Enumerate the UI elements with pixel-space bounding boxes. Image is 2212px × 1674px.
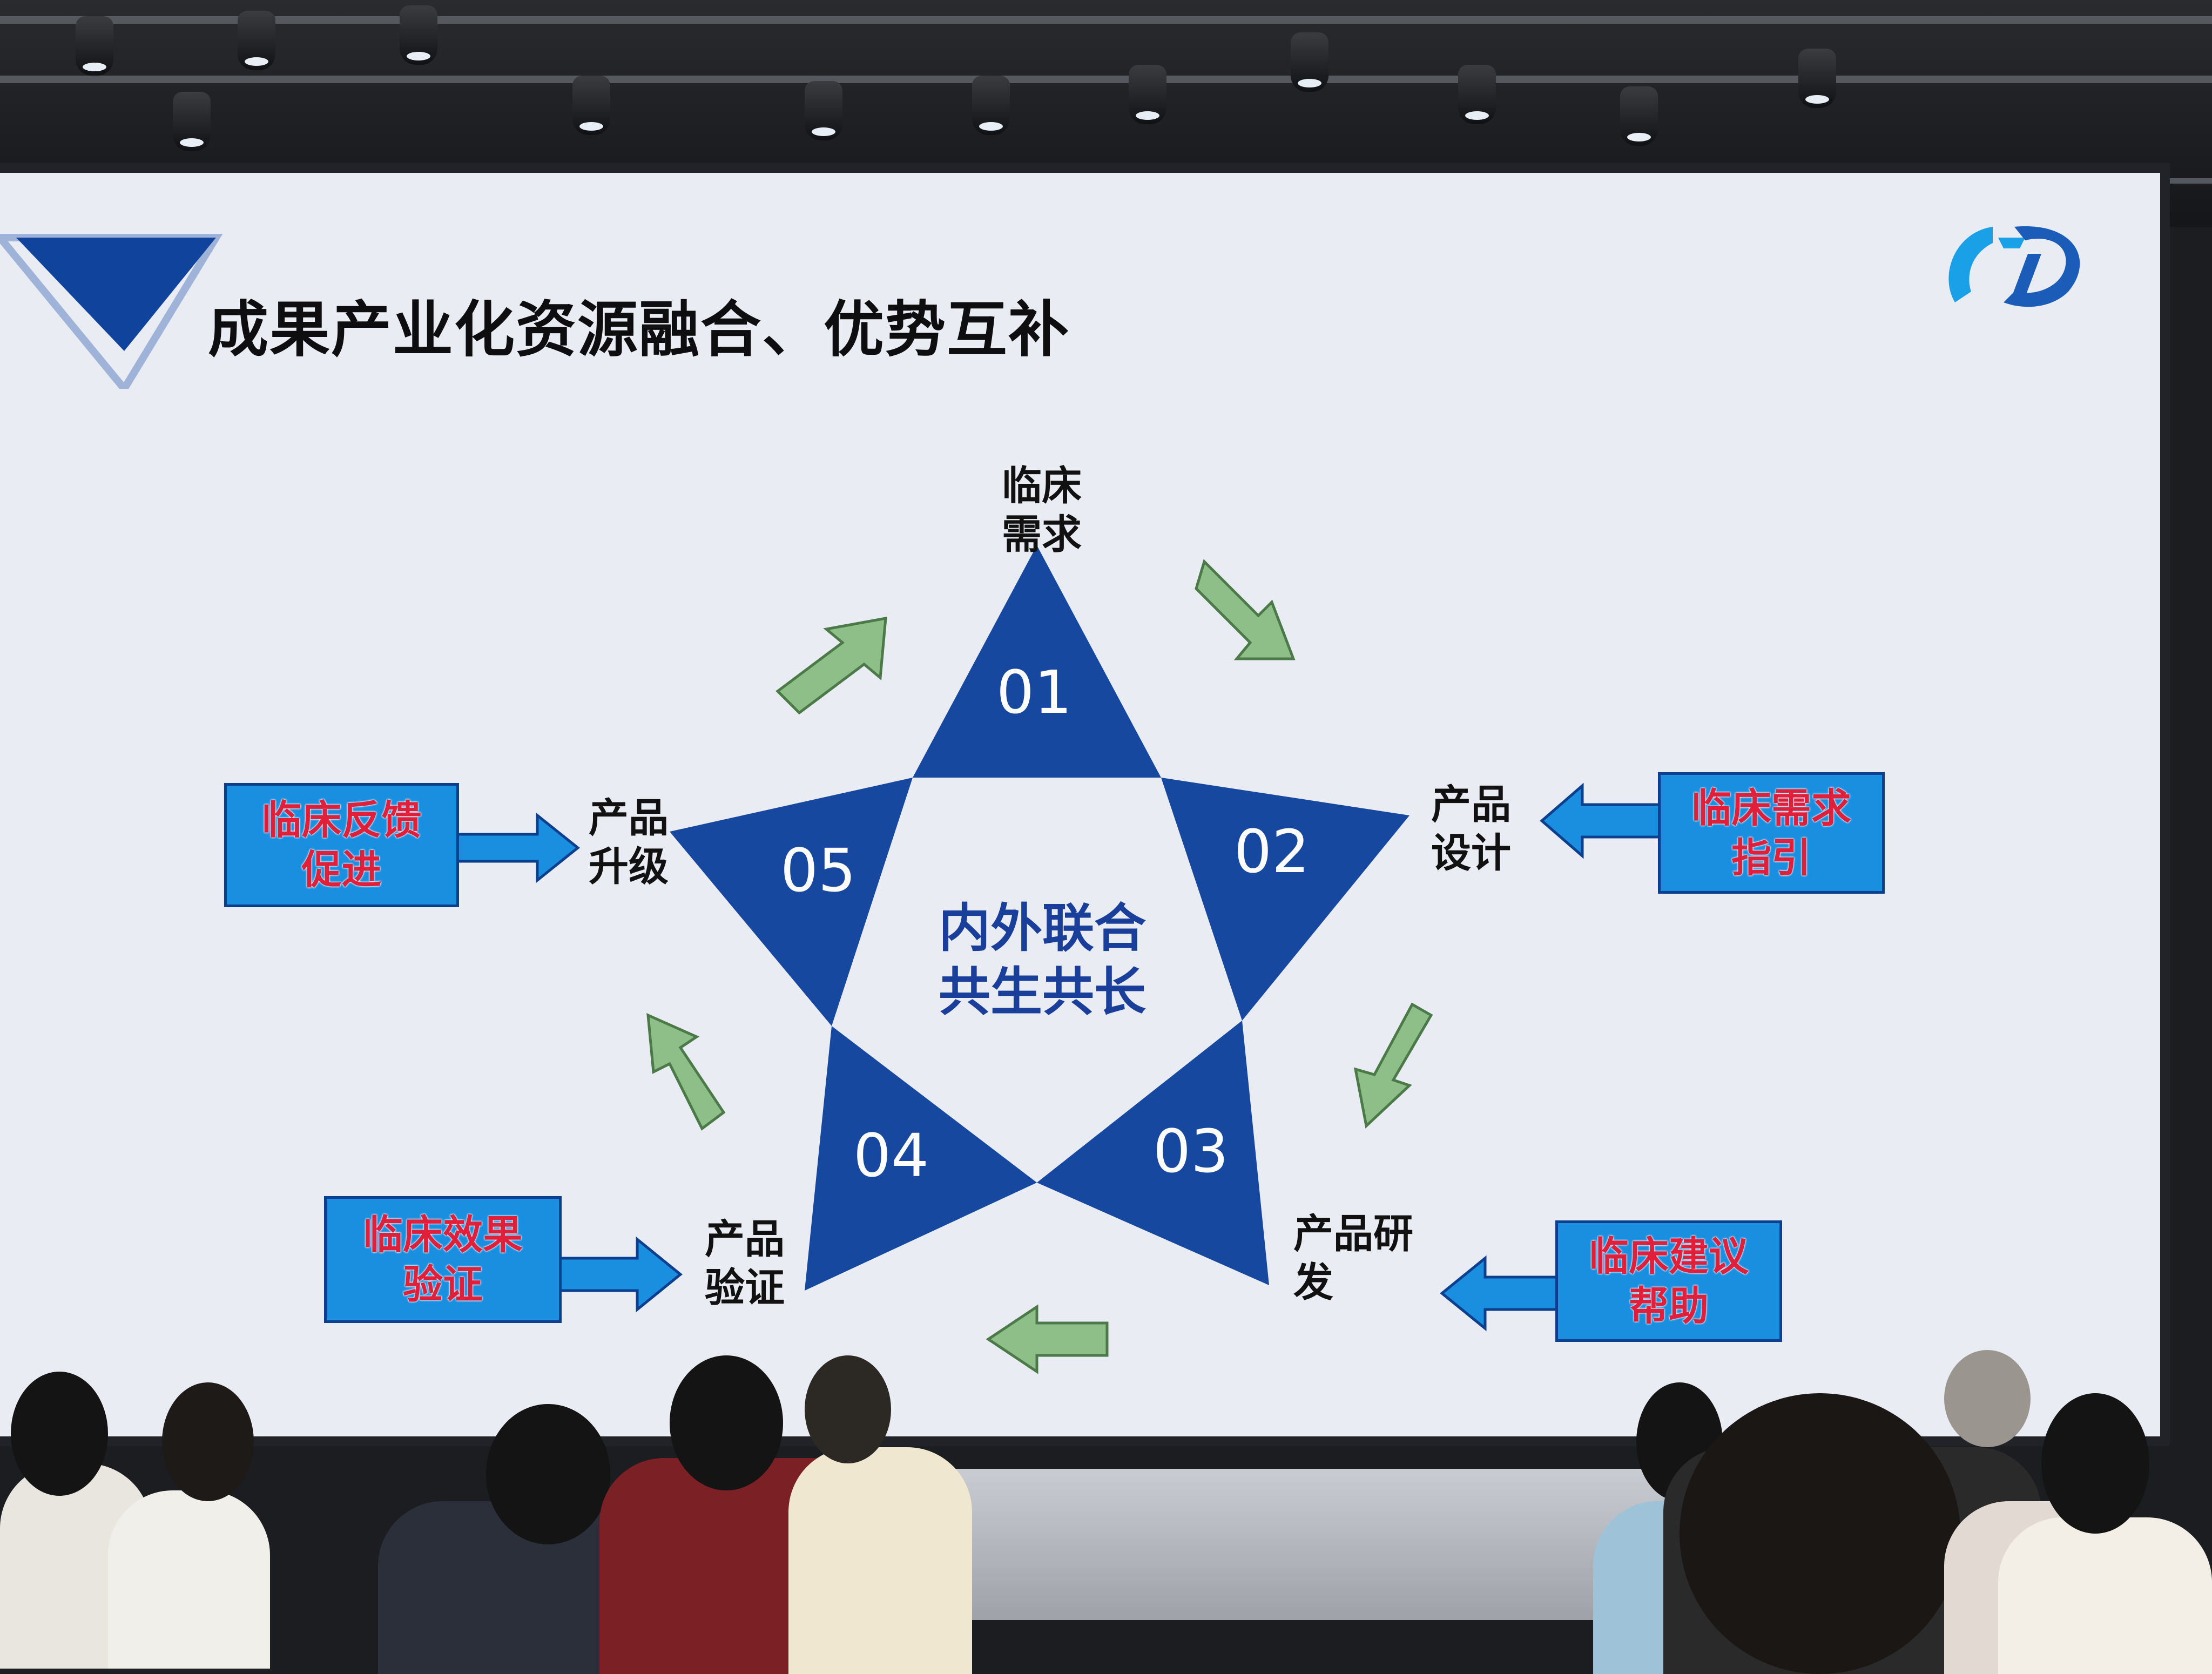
flow-arrow-icon <box>775 616 887 715</box>
step-label-line: 需求 <box>1002 511 1082 558</box>
step-label-line: 设计 <box>1431 830 1511 876</box>
star-diagram: 01 02 03 04 05 <box>452 545 1662 1374</box>
ceiling-truss <box>0 76 2212 83</box>
step-label-04: 产品 验证 <box>705 1215 785 1312</box>
step-label-line: 产品 <box>589 795 669 841</box>
callout-clinical-demand: 临床需求 指引 <box>1658 772 1885 894</box>
stage-table <box>864 1469 1674 1620</box>
stage-light-icon <box>1458 65 1496 124</box>
stage-light-icon <box>972 76 1010 135</box>
slide-title: 成果产业化资源融合、优势互补 <box>208 295 1070 365</box>
star-point-05 <box>670 778 913 1026</box>
audience-head <box>670 1355 783 1490</box>
stage-light-icon <box>1798 49 1836 108</box>
star-point-03 <box>1037 1021 1269 1285</box>
step-number-03: 03 <box>1153 1117 1229 1186</box>
audience-member <box>108 1490 270 1669</box>
callout-line: 临床需求 <box>1691 785 1851 832</box>
audience-head <box>1680 1393 1960 1674</box>
step-label-03: 产品研 发 <box>1293 1210 1413 1307</box>
audience-head <box>11 1372 108 1496</box>
flow-arrow-icon <box>1353 1002 1433 1129</box>
callout-line: 促进 <box>301 847 382 893</box>
stage-light-icon <box>76 16 113 76</box>
flow-arrow-icon <box>1195 559 1296 660</box>
step-label-05: 产品 升级 <box>589 794 669 891</box>
callout-clinical-advice: 临床建议 帮助 <box>1555 1220 1782 1342</box>
step-label-line: 临床 <box>1002 463 1082 509</box>
step-number-05: 05 <box>780 836 856 905</box>
audience-head <box>805 1355 891 1463</box>
callout-clinical-validation: 临床效果 验证 <box>324 1196 562 1323</box>
center-slogan-line1: 内外联合 <box>939 898 1146 959</box>
callout-line: 验证 <box>403 1261 483 1308</box>
stage-light-icon <box>1291 32 1328 92</box>
flow-arrow-icon <box>986 1304 1109 1374</box>
step-number-02: 02 <box>1234 817 1310 886</box>
stage-light-icon <box>400 5 437 65</box>
audience-head <box>162 1382 254 1501</box>
projection-screen: 成果产业化资源融合、优势互补 01 02 03 04 05 <box>0 173 2160 1436</box>
star-point-01 <box>913 545 1161 778</box>
step-label-line: 升级 <box>589 843 669 890</box>
center-slogan-line2: 共生共长 <box>939 962 1146 1022</box>
callout-arrow-icon <box>1540 782 1662 859</box>
stage-light-icon <box>1129 65 1166 124</box>
star-point-02 <box>1161 778 1410 1021</box>
audience-member <box>788 1447 972 1674</box>
audience <box>0 1339 2212 1674</box>
callout-clinical-feedback: 临床反馈 促进 <box>224 783 459 907</box>
ceiling-truss <box>0 16 2212 24</box>
step-label-01: 临床 需求 <box>1002 462 1082 559</box>
step-number-04: 04 <box>853 1121 929 1190</box>
flow-arrow-icon <box>646 1013 726 1131</box>
stage-light-icon <box>238 11 275 70</box>
step-label-02: 产品 设计 <box>1431 780 1511 878</box>
audience-member <box>1998 1517 2212 1674</box>
callout-arrow-icon <box>555 1236 683 1313</box>
step-label-line: 发 <box>1293 1259 1333 1306</box>
callout-line: 帮助 <box>1629 1282 1709 1329</box>
stage-light-icon <box>572 76 610 135</box>
callout-line: 临床效果 <box>363 1211 523 1258</box>
callout-line: 指引 <box>1731 834 1811 881</box>
step-label-line: 产品 <box>1431 781 1511 828</box>
stage-light-icon <box>805 81 842 140</box>
step-label-line: 产品研 <box>1293 1211 1413 1257</box>
step-number-01: 01 <box>996 658 1072 727</box>
audience-head <box>2041 1393 2149 1534</box>
corner-decoration <box>0 234 223 389</box>
stage-light-icon <box>1620 86 1658 146</box>
stage-light-icon <box>173 92 211 151</box>
callout-arrow-icon <box>1440 1255 1560 1332</box>
step-label-line: 产品 <box>705 1216 785 1263</box>
callout-line: 临床反馈 <box>261 797 422 843</box>
audience-head <box>486 1404 610 1544</box>
star-point-04 <box>805 1026 1037 1291</box>
audience-head <box>1944 1350 2031 1447</box>
step-label-line: 验证 <box>705 1265 785 1311</box>
center-slogan: 内外联合 共生共长 <box>934 896 1150 1024</box>
organization-logo <box>1948 226 2080 307</box>
callout-arrow-icon <box>452 812 581 883</box>
callout-line: 临床建议 <box>1589 1233 1749 1280</box>
